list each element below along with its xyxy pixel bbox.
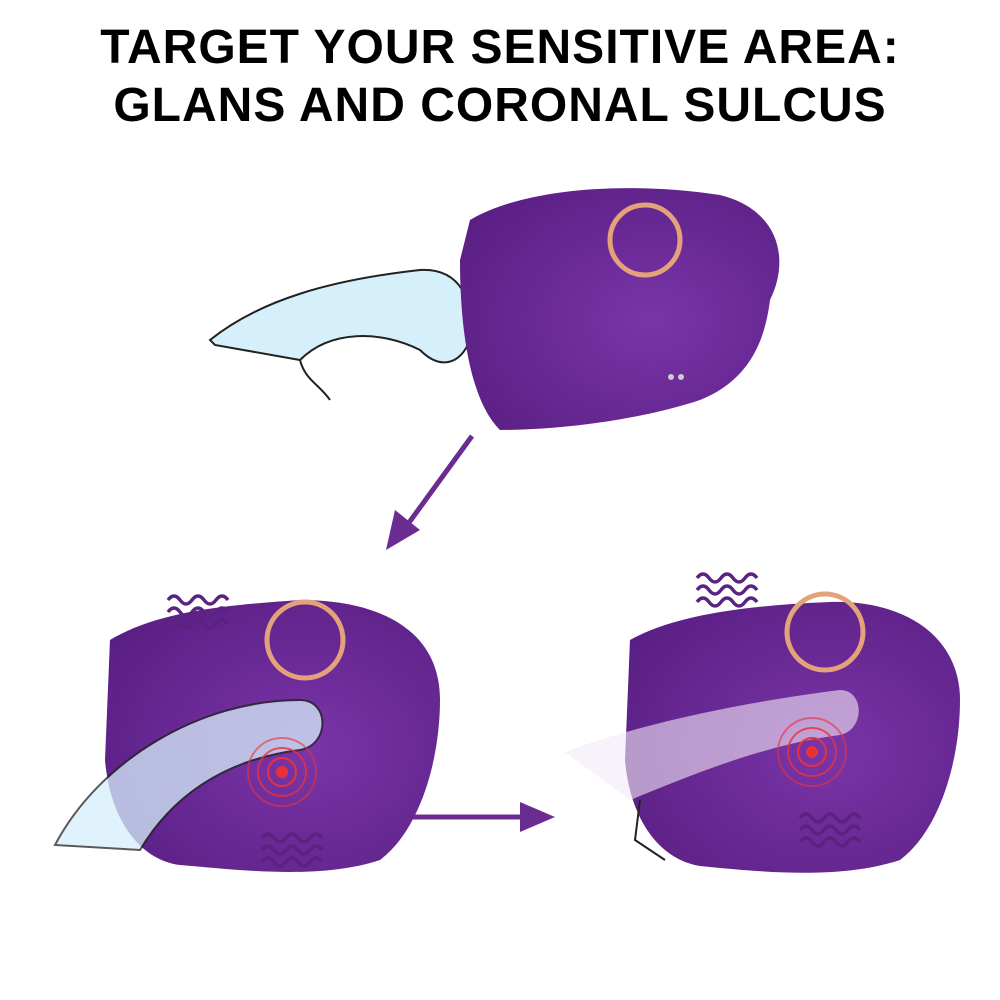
step-1-illustration [208,188,780,430]
pulse-target-icon [777,717,847,787]
power-ring-icon [264,599,346,681]
step-2-illustration [53,594,440,872]
device-shape [460,188,780,430]
headline-line-2: GLANS AND CORONAL SULCUS [113,79,887,132]
arrow-icon [413,802,555,832]
step-3-illustration [565,572,960,873]
power-ring-icon [784,591,866,673]
tube-shape [53,698,324,852]
power-ring-icon [607,202,683,278]
pulse-target-icon [247,737,317,807]
vibration-wave-icon [695,572,759,608]
tube-shape [565,690,859,800]
headline-line-1: TARGET YOUR SENSITIVE AREA: [100,21,900,74]
tube-shape [208,268,472,364]
arrow-icon [386,434,475,550]
